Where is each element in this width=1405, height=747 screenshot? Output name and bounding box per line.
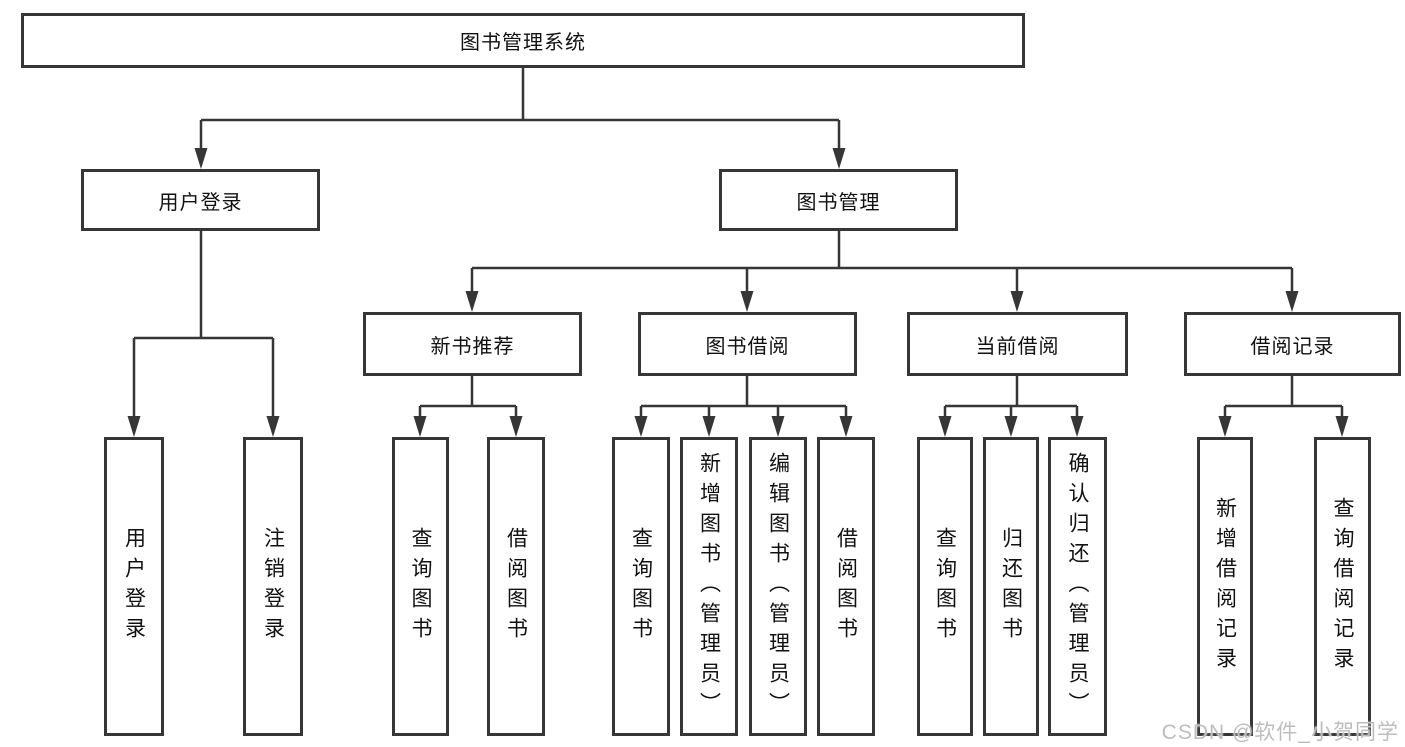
node-book-borrowing: 图书借阅 [638,312,857,376]
node-label: 查询图书 [629,526,653,647]
arrowhead-icons [127,148,1349,437]
node-label: 当前借阅 [975,335,1060,358]
leaf-query-books-borrowing: 查询图书 [612,437,670,736]
tree-edges [132,68,1344,420]
node-label: 确认归还（管理员） [1066,451,1089,722]
leaf-query-borrow-record: 查询借阅记录 [1314,437,1371,736]
leaf-edit-book-admin: 编辑图书（管理员） [749,437,807,736]
node-label: 新书推荐 [430,335,515,358]
node-label: 归还图书 [999,526,1023,647]
node-label: 图书借阅 [705,335,790,358]
node-new-book-recommend: 新书推荐 [363,312,582,376]
node-label: 借阅图书 [504,526,528,647]
node-label: 注销登录 [261,526,285,647]
node-label: 用户登录 [158,191,243,214]
leaf-query-books-current: 查询图书 [917,437,973,736]
leaf-user-login: 用户登录 [104,437,164,736]
leaf-return-book: 归还图书 [983,437,1039,736]
node-label: 新增图书（管理员） [697,451,721,722]
node-label: 查询图书 [933,526,957,647]
node-label: 新增借阅记录 [1213,496,1237,677]
leaf-add-borrow-record: 新增借阅记录 [1197,437,1253,736]
csdn-watermark: CSDN @软件_小贺同学 [1161,721,1399,744]
node-current-borrowing: 当前借阅 [907,312,1128,376]
node-label: 图书管理系统 [460,32,586,54]
node-label: 图书管理 [796,191,881,214]
node-user-login: 用户登录 [81,169,320,231]
leaf-borrow-books-recommend: 借阅图书 [487,437,545,736]
node-borrowing-records: 借阅记录 [1184,312,1401,376]
node-label: 编辑图书（管理员） [766,451,790,722]
leaf-confirm-return-admin: 确认归还（管理员） [1048,437,1107,736]
leaf-query-books-recommend: 查询图书 [392,437,449,736]
node-book-management: 图书管理 [719,169,958,231]
node-root: 图书管理系统 [21,13,1025,68]
leaf-borrow-books: 借阅图书 [817,437,875,736]
node-label: 查询借阅记录 [1331,496,1354,677]
leaf-logout: 注销登录 [243,437,303,736]
leaf-add-book-admin: 新增图书（管理员） [680,437,738,736]
node-label: 借阅记录 [1250,335,1335,358]
node-label: 查询图书 [409,526,432,647]
node-label: 借阅图书 [834,526,858,647]
node-label: 用户登录 [122,526,146,647]
